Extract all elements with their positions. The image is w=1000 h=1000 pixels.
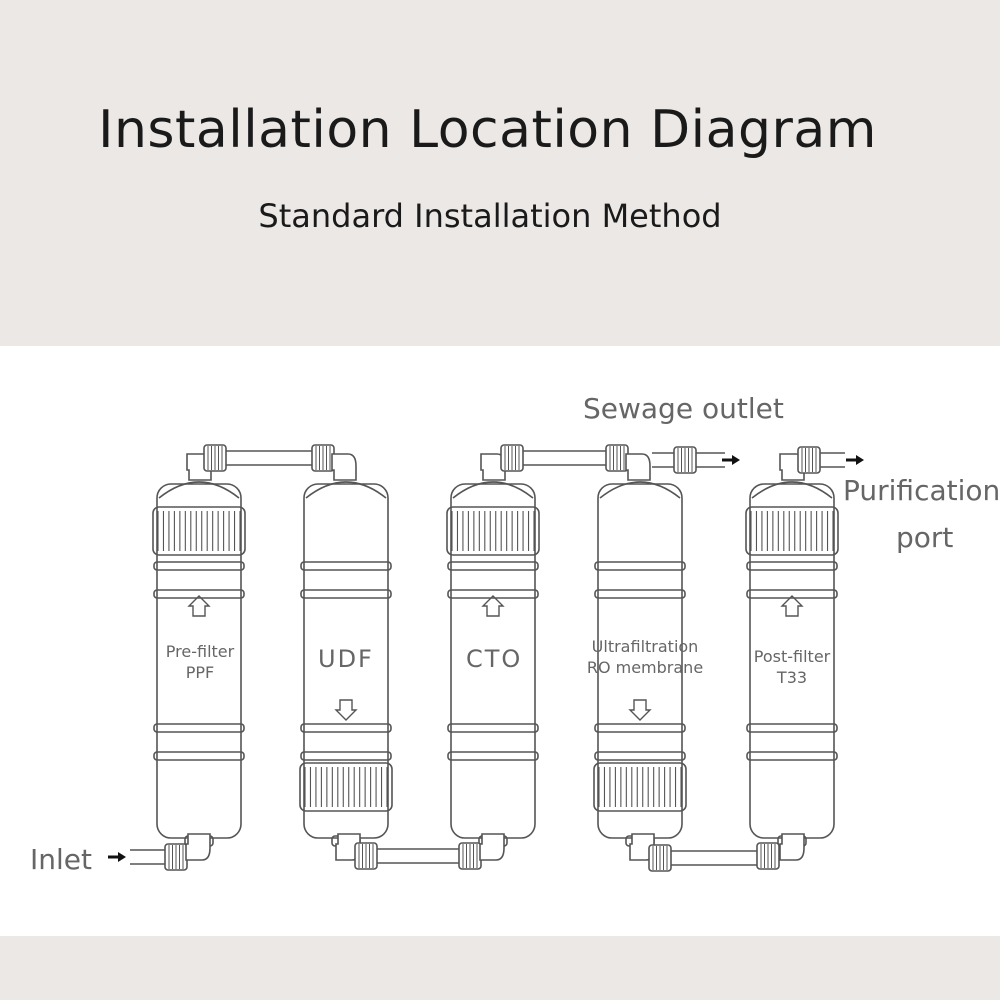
filter-label-postfilter: Post-filter T33 [742, 646, 842, 688]
fitting-inlet [164, 843, 188, 871]
housing-ring [594, 561, 686, 571]
arrow-up-icon [780, 595, 804, 617]
housing-ring [300, 751, 392, 761]
housing-cap [593, 762, 687, 812]
fitting-bottom-4b [756, 842, 780, 870]
filter-label-postfilter-line1: Post-filter [753, 647, 831, 666]
housing-ring [746, 723, 838, 733]
fitting-bottom-2b [458, 842, 482, 870]
filter-label-udf: UDF [318, 645, 374, 673]
elbow-body [185, 833, 211, 861]
filter-label-prefilter-line1: Pre-filter [165, 642, 235, 661]
arrow-up-icon [481, 595, 505, 617]
housing-ring [594, 723, 686, 733]
purification-arrow-icon [846, 455, 864, 465]
filter-label-cto: CTO [466, 645, 523, 673]
fitting-top-3b [605, 444, 629, 472]
page-subtitle: Standard Installation Method [258, 197, 722, 235]
elbow-body [479, 833, 505, 861]
fitting-sewage [673, 446, 697, 474]
housing-dome [452, 481, 534, 499]
arrow-up-icon [187, 595, 211, 617]
elbow-body [779, 833, 805, 861]
elbow-bottom-1 [185, 833, 211, 861]
fitting-purification [797, 446, 821, 474]
footer-band [0, 936, 1000, 1000]
fitting-bottom-2a [354, 842, 378, 870]
filter-label-postfilter-line2: T33 [776, 668, 808, 687]
housing-ring [447, 723, 539, 733]
purification-port-label-line1: Purification [843, 474, 1000, 507]
housing-ring [746, 589, 838, 599]
elbow-top-4 [625, 453, 651, 481]
housing-ring [746, 561, 838, 571]
filter-housing-4 [593, 481, 687, 847]
housing-dome [158, 481, 240, 499]
housing-ring [300, 723, 392, 733]
pipe-top-3-4 [510, 450, 612, 466]
purification-port-label-line2: port [896, 521, 954, 554]
housing-ring [746, 751, 838, 761]
housing-ring [300, 561, 392, 571]
page-title: Installation Location Diagram [98, 100, 877, 160]
arrow-down-icon [628, 699, 652, 721]
housing-cap [299, 762, 393, 812]
housing-ring [153, 561, 245, 571]
fitting-top-1a [203, 444, 227, 472]
elbow-top-2 [331, 453, 357, 481]
housing-dome [751, 481, 833, 499]
elbow-bottom-5 [779, 833, 805, 861]
elbow-body [625, 453, 651, 481]
fitting-top-1b [311, 444, 335, 472]
housing-ring [594, 589, 686, 599]
filter-label-ro-line2: RO membrane [586, 658, 704, 677]
arrow-head [118, 852, 126, 862]
housing-ring [153, 589, 245, 599]
housing-ring [447, 589, 539, 599]
filter-label-ro: Ultrafiltration RO membrane [570, 636, 720, 678]
filter-label-prefilter-line2: PPF [185, 663, 215, 682]
housing-ring [447, 751, 539, 761]
arrow-head [732, 455, 740, 465]
pipe-purification [820, 452, 845, 468]
filter-label-prefilter: Pre-filter PPF [150, 641, 250, 683]
housing-ring [300, 589, 392, 599]
elbow-body [331, 453, 357, 481]
sewage-arrow-icon [722, 455, 740, 465]
filter-housing-1 [152, 481, 246, 847]
housing-ring [447, 561, 539, 571]
pipe-top-1-2 [215, 450, 320, 466]
arrow-down-icon [334, 699, 358, 721]
housing-ring [153, 751, 245, 761]
housing-ring [153, 723, 245, 733]
filter-label-ro-line1: Ultrafiltration [591, 637, 699, 656]
filter-diagram [108, 444, 864, 872]
header-band [0, 0, 1000, 346]
housing-cap [446, 506, 540, 556]
elbow-bottom-3 [479, 833, 505, 861]
housing-cap [152, 506, 246, 556]
inlet-label: Inlet [30, 843, 92, 876]
sewage-outlet-label: Sewage outlet [583, 392, 784, 425]
housing-cap [745, 506, 839, 556]
arrow-head [856, 455, 864, 465]
housing-dome [599, 481, 681, 499]
housing-ring [594, 751, 686, 761]
fitting-bottom-4a [648, 844, 672, 872]
filter-housing-2 [299, 481, 393, 847]
housing-dome [305, 481, 387, 499]
pipe-bottom-2-3 [362, 848, 472, 864]
fitting-top-3a [500, 444, 524, 472]
inlet-arrow-icon [108, 852, 126, 862]
